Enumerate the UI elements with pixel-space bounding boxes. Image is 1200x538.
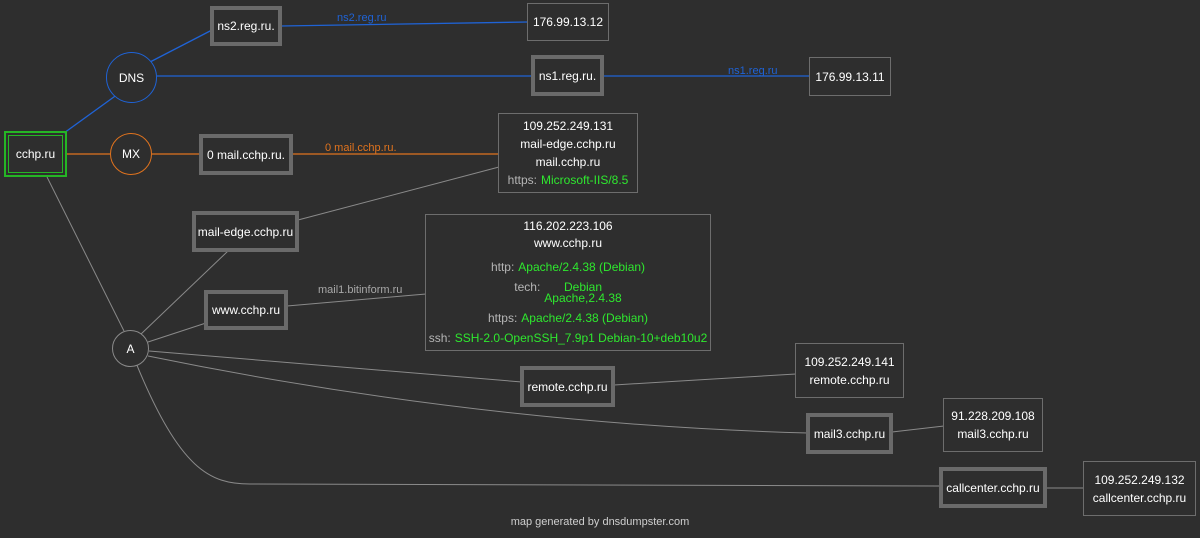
mx-info-name-2: mail.cchp.ru (535, 155, 601, 169)
mx-host-node[interactable]: 0 mail.cchp.ru. (199, 134, 293, 175)
mx-group-label: MX (122, 147, 140, 161)
edge-a-mail3 (147, 355, 809, 434)
www-info-ip: 116.202.223.106 (523, 219, 613, 233)
ns1-ip: 176.99.13.11 (815, 69, 885, 84)
callcenter-info-box[interactable]: 109.252.249.132 callcenter.cchp.ru (1083, 461, 1196, 516)
callcenter-host-node[interactable]: callcenter.cchp.ru (939, 467, 1047, 508)
edge-a-mailedge (139, 250, 229, 336)
mail-edge-host-node[interactable]: mail-edge.cchp.ru (192, 211, 299, 252)
remote-info-box[interactable]: 109.252.249.141 remote.cchp.ru (795, 343, 904, 398)
mx-service-key: https: (507, 173, 537, 187)
mx-info-name-1: mail-edge.cchp.ru (520, 137, 616, 151)
mx-info-service: https: Microsoft-IIS/8.5 (508, 171, 629, 189)
www-ssh-value: SSH-2.0-OpenSSH_7.9p1 Debian-10+deb10u2 (454, 331, 708, 345)
edge-root-a (46, 176, 125, 332)
edge-mailedge-info (297, 166, 500, 221)
root-domain-label: cchp.ru (8, 135, 63, 173)
callcenter-info-name: callcenter.cchp.ru (1092, 490, 1187, 505)
callcenter-info-ip: 109.252.249.132 (1094, 472, 1185, 487)
ns1-edge-label: ns1.reg.ru (728, 65, 778, 77)
www-host-label: www.cchp.ru (211, 303, 281, 317)
a-group-node[interactable]: A (112, 330, 149, 367)
mail3-host-node[interactable]: mail3.cchp.ru (806, 413, 893, 454)
remote-host-node[interactable]: remote.cchp.ru (520, 366, 615, 407)
mx-group-node[interactable]: MX (110, 133, 152, 175)
www-http-value: Apache/2.4.38 (Debian) (518, 260, 646, 274)
remote-info-name: remote.cchp.ru (809, 372, 890, 387)
www-info-http: http:Apache/2.4.38 (Debian) (491, 259, 645, 276)
dns-group-node[interactable]: DNS (106, 52, 157, 103)
www-info-box[interactable]: 116.202.223.106 www.cchp.ru http:Apache/… (425, 214, 711, 351)
ns2-host-label: ns2.reg.ru. (217, 19, 275, 33)
mail3-info-box[interactable]: 91.228.209.108 mail3.cchp.ru (943, 398, 1043, 452)
ns1-host-node[interactable]: ns1.reg.ru. (531, 55, 604, 96)
ns1-ip-box[interactable]: 176.99.13.11 (809, 57, 891, 96)
www-tech-value-2: Apache,2.4.38 (544, 291, 622, 305)
ns1-host-label: ns1.reg.ru. (538, 68, 597, 83)
a-group-label: A (126, 341, 135, 356)
root-domain-node[interactable]: cchp.ru (4, 131, 67, 177)
edge-remote-info (613, 373, 797, 386)
www-tech-key: tech: (514, 280, 541, 294)
edge-root-dns (63, 93, 119, 134)
www-https-value: Apache/2.4.38 (Debian) (521, 311, 649, 325)
ns2-ip: 176.99.13.12 (532, 15, 604, 29)
mx-service-value: Microsoft-IIS/8.5 (541, 173, 629, 187)
mx-info-ip: 109.252.249.131 (522, 119, 614, 133)
mail-edge-host-label: mail-edge.cchp.ru (197, 224, 294, 239)
edge-mail3-info (891, 425, 945, 433)
www-tech-value-1: Debian (563, 280, 603, 294)
mx-host-label: 0 mail.cchp.ru. (206, 147, 286, 162)
www-ssh-key: ssh: (428, 331, 451, 345)
www-host-node[interactable]: www.cchp.ru (204, 290, 288, 330)
edge-www-info (286, 293, 427, 307)
edge-ns2-ip (280, 21, 529, 27)
edge-a-www (147, 322, 207, 343)
mx-info-box[interactable]: 109.252.249.131 mail-edge.cchp.ru mail.c… (498, 113, 638, 193)
mail3-info-name: mail3.cchp.ru (957, 427, 1029, 441)
dns-group-label: DNS (118, 70, 145, 85)
www-https-key: https: (487, 311, 518, 325)
ns2-edge-label: ns2.reg.ru (337, 12, 387, 24)
edge-a-remote (148, 350, 523, 383)
www-info-ssh: ssh:SSH-2.0-OpenSSH_7.9p1 Debian-10+deb1… (429, 330, 708, 347)
remote-info-ip: 109.252.249.141 (804, 354, 895, 369)
callcenter-host-label: callcenter.cchp.ru (946, 480, 1040, 495)
mail3-info-ip: 91.228.209.108 (951, 409, 1035, 423)
edge-dns-ns2 (149, 29, 213, 63)
mail3-host-label: mail3.cchp.ru (813, 426, 886, 441)
remote-host-label: remote.cchp.ru (527, 379, 608, 394)
www-info-name: www.cchp.ru (533, 236, 603, 250)
ns2-ip-box[interactable]: 176.99.13.12 (527, 3, 609, 41)
ns2-host-node[interactable]: ns2.reg.ru. (210, 6, 282, 46)
www-info-tech: tech: Debian Apache,2.4.38 (514, 280, 622, 305)
www-http-key: http: (490, 260, 515, 274)
www-edge-label: mail1.bitinform.ru (318, 284, 403, 296)
mx-edge-label: 0 mail.cchp.ru. (325, 142, 397, 154)
edge-a-callcenter (135, 362, 941, 487)
footer-credit: map generated by dnsdumpster.com (510, 516, 690, 528)
www-info-https: https:Apache/2.4.38 (Debian) (488, 310, 648, 327)
